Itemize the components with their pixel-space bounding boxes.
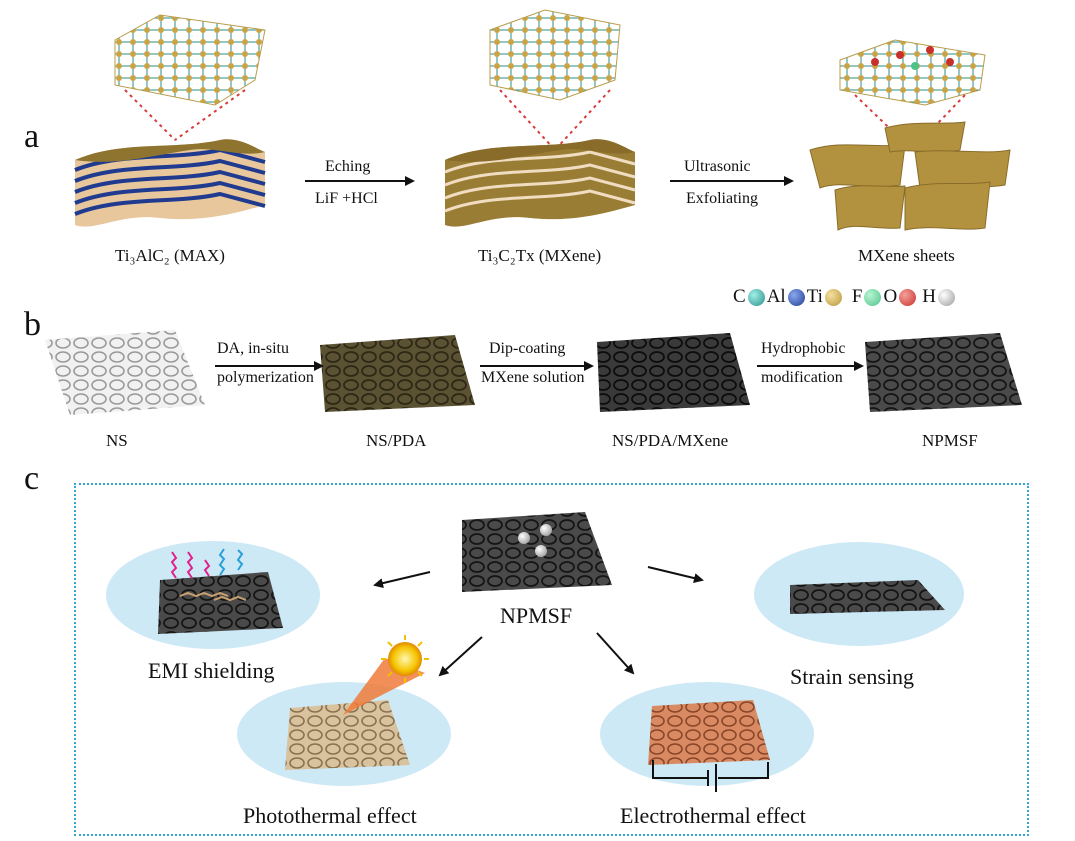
hydrophobic-bottom-label: modification bbox=[761, 369, 843, 386]
etching-bottom-label: LiF +HCl bbox=[315, 190, 378, 207]
applications-box bbox=[74, 483, 1029, 836]
hydrogen-atom-icon bbox=[937, 288, 955, 306]
npmsf-label: NPMSF bbox=[922, 431, 978, 450]
panel-letter-b: b bbox=[24, 306, 41, 343]
carbon-atom-icon bbox=[747, 288, 765, 306]
mesh-ns bbox=[45, 330, 205, 415]
arrow-to-electro bbox=[596, 632, 635, 675]
da-bottom-label: polymerization bbox=[217, 369, 314, 386]
ns-pda-mxene-label: NS/PDA/MXene bbox=[612, 431, 729, 450]
mxene-crystal bbox=[489, 9, 621, 101]
arrow-to-emi bbox=[373, 571, 431, 589]
fluorine-atom-icon bbox=[864, 288, 882, 306]
aluminum-atom-icon bbox=[787, 288, 805, 306]
sun-icon bbox=[381, 635, 429, 683]
ns-label: NS bbox=[106, 431, 128, 450]
emi-mesh bbox=[158, 548, 283, 634]
zoom-lines bbox=[124, 89, 966, 151]
max-label: Ti₃AlC₂ (MAX) bbox=[115, 246, 225, 265]
electro-mesh bbox=[648, 700, 770, 792]
mesh-ns-pda bbox=[320, 335, 475, 412]
mesh-npmsf bbox=[865, 333, 1022, 412]
legend-ti-label: Ti bbox=[806, 286, 823, 307]
mxene-label: Ti₃C₂Tx (MXene) bbox=[478, 246, 602, 265]
arrow-to-strain bbox=[647, 566, 704, 583]
legend-h-label: H bbox=[922, 286, 936, 307]
hydrophobic-top-label: Hydrophobic bbox=[761, 340, 846, 357]
strain-sensing-label: Strain sensing bbox=[790, 664, 915, 689]
legend-al-label: Al bbox=[766, 286, 786, 307]
arrow-to-photo bbox=[438, 636, 483, 677]
max-block bbox=[74, 139, 266, 227]
ns-pda-label: NS/PDA bbox=[366, 431, 427, 450]
titanium-atom-icon bbox=[824, 288, 842, 306]
legend-c-label: C bbox=[733, 286, 746, 307]
exfoliating-bottom-label: Exfoliating bbox=[686, 190, 758, 207]
panel-letter-c: c bbox=[24, 460, 40, 497]
exfoliating-top-label: Ultrasonic bbox=[684, 158, 751, 175]
legend-o-label: O bbox=[883, 286, 898, 307]
max-crystal bbox=[114, 14, 266, 106]
mxene-sheets bbox=[809, 121, 1011, 231]
element-legend: C Al Ti F O H bbox=[733, 286, 957, 308]
electrothermal-label: Electrothermal effect bbox=[620, 803, 806, 828]
mxene-sheets-label: MXene sheets bbox=[858, 246, 955, 265]
emi-shielding-label: EMI shielding bbox=[148, 658, 275, 683]
center-npmsf-label: NPMSF bbox=[500, 603, 573, 628]
photothermal-label: Photothermal effect bbox=[243, 803, 417, 828]
legend-f-label: F bbox=[851, 286, 863, 307]
oxygen-atom-icon bbox=[899, 288, 917, 306]
mesh-ns-pda-mxene bbox=[597, 333, 750, 412]
dip-bottom-label: MXene solution bbox=[481, 369, 585, 386]
center-npmsf bbox=[462, 512, 612, 592]
mxene-sheet-crystal bbox=[839, 39, 986, 106]
dip-top-label: Dip-coating bbox=[489, 340, 566, 357]
panel-letter-a: a bbox=[24, 118, 40, 155]
strain-mesh bbox=[790, 580, 945, 614]
etching-top-label: Eching bbox=[325, 158, 371, 175]
mxene-block bbox=[444, 139, 636, 227]
da-top-label: DA, in-situ bbox=[217, 340, 289, 357]
